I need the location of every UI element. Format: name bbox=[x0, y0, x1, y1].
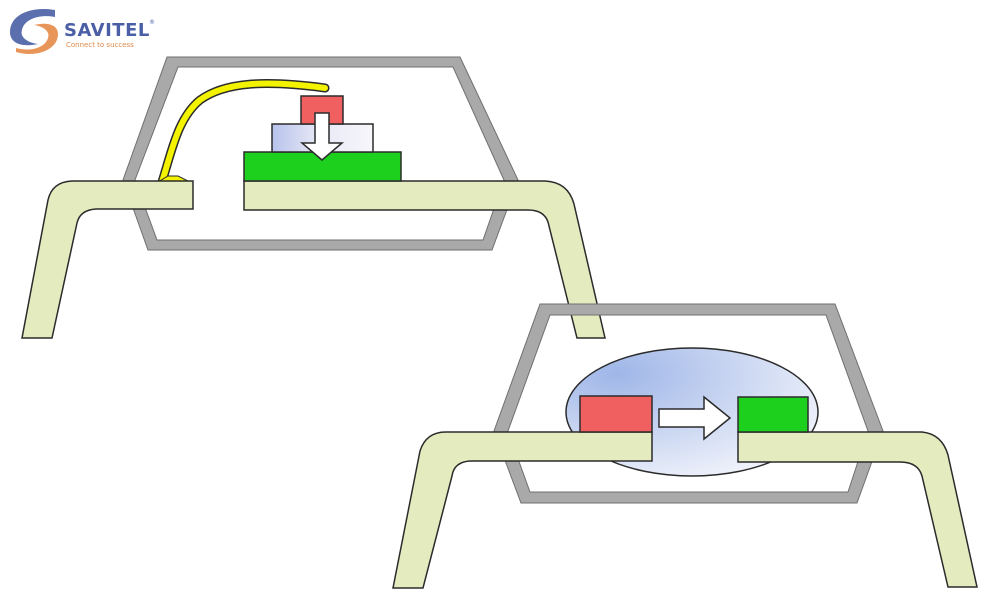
package-body-frame-planar bbox=[493, 303, 884, 504]
package-planar bbox=[392, 303, 978, 589]
lead-left-planar bbox=[392, 431, 653, 589]
lead-left-stacked bbox=[21, 180, 194, 339]
logo-tagline: Connect to success bbox=[66, 41, 134, 49]
logo-name: SAVITEL bbox=[64, 20, 150, 41]
lead-right-stacked bbox=[243, 180, 606, 339]
logo-registered-mark: ® bbox=[149, 19, 155, 26]
logo-swoosh-blue bbox=[10, 8, 55, 46]
package-stacked bbox=[21, 56, 606, 339]
emitter-die-planar bbox=[579, 395, 653, 433]
brand-logo: SAVITEL ® Connect to success bbox=[10, 8, 155, 54]
detector-die-planar bbox=[737, 396, 809, 433]
bond-wire-core bbox=[159, 80, 328, 185]
lead-right-planar bbox=[737, 431, 978, 588]
package-body-frame bbox=[122, 56, 519, 251]
arrow-right-icon bbox=[658, 395, 732, 441]
logo-swoosh-orange bbox=[16, 23, 58, 54]
arrow-down-icon bbox=[299, 112, 345, 161]
logo-swoosh-icon bbox=[10, 8, 58, 54]
